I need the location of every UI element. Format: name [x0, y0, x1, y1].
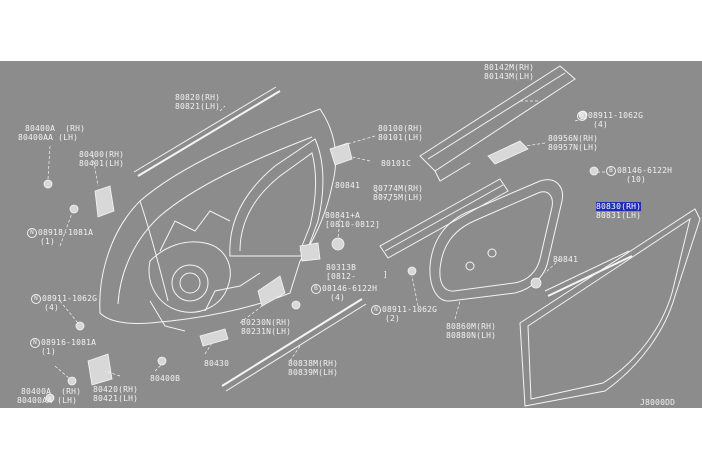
door-beam — [379, 178, 509, 259]
bolt-symbol: B — [606, 166, 616, 176]
label-80313B: 80313B — [326, 263, 357, 272]
parts-diagram: 80820(RH) 80821(LH) 80400A (RH) 80400AA … — [0, 61, 702, 408]
label-08916-qty: (1) — [41, 347, 57, 356]
check-link — [199, 328, 229, 347]
nut-symbol: N — [371, 305, 381, 315]
label-80430: 80430 — [204, 359, 230, 368]
label-80860M: 80860M(RH) — [446, 322, 497, 331]
label-80841A: 80841+A — [325, 211, 361, 220]
label-08911-top-qty: (4) — [593, 120, 609, 129]
label-80313B-close: ] — [383, 270, 389, 279]
inside-handle — [257, 275, 286, 307]
upper-hinge — [94, 185, 115, 218]
label-80231N: 80231N(LH) — [241, 327, 292, 336]
label-80420: 80420(RH) — [93, 385, 139, 394]
door-inner-mechanism — [148, 241, 231, 313]
label-80839M: 80839M(LH) — [288, 368, 339, 377]
label-08918-qty: (1) — [40, 237, 56, 246]
label-80400A: 80400A (RH) — [25, 124, 86, 133]
label-80313B-range: [0812- — [326, 272, 357, 281]
label-80101C: 80101C — [381, 159, 412, 168]
window-frame — [229, 138, 324, 257]
label-08146-mid-qty: (4) — [330, 293, 346, 302]
label-80957N: 80957N(LH) — [548, 143, 599, 152]
label-80100: 80100(RH) — [378, 124, 424, 133]
label-80401: 80401(LH) — [79, 159, 125, 168]
label-80830-highlighted[interactable]: 80830(RH) — [596, 202, 642, 211]
striker-bracket — [299, 242, 321, 262]
label-80841A-range: [0810-0812] — [325, 220, 381, 229]
nut-symbol: N — [577, 111, 587, 121]
label-08146-top-qty: (10) — [626, 175, 647, 184]
label-80101: 80101(LH) — [378, 133, 424, 142]
nut-symbol: N — [31, 294, 41, 304]
label-80400A-bottom: 80400A (RH) — [21, 387, 82, 396]
glass-run-strip — [137, 90, 281, 177]
nut-symbol: N — [27, 228, 37, 238]
label-80400AA: 80400AA (LH) — [18, 133, 79, 142]
label-80841-a: 80841 — [335, 181, 361, 190]
label-80821: 80821(LH) — [175, 102, 221, 111]
diagram-code: J8000DD — [640, 398, 676, 407]
belt-strip — [547, 255, 633, 297]
door-exploded-drawing — [43, 65, 701, 407]
bolt-symbol: B — [311, 284, 321, 294]
label-80880N: 80880N(LH) — [446, 331, 497, 340]
label-80956N: 80956N(RH) — [548, 134, 599, 143]
label-80820: 80820(RH) — [175, 93, 221, 102]
label-80831: 80831(LH) — [596, 211, 642, 220]
label-80230N: 80230N(RH) — [241, 318, 292, 327]
sash-bracket — [487, 140, 529, 165]
label-08911-mid-qty: (2) — [385, 314, 401, 323]
nut-symbol: N — [30, 338, 40, 348]
label-80400: 80400(RH) — [79, 150, 125, 159]
door-weatherstrip — [519, 208, 701, 407]
label-80143M: 80143M(LH) — [484, 72, 535, 81]
label-80775M: 80775M(LH) — [373, 193, 424, 202]
label-08911-left-qty: (4) — [44, 303, 60, 312]
label-80400B: 80400B — [150, 374, 181, 383]
label-80838M: 80838M(RH) — [288, 359, 339, 368]
inner-seal-panel — [429, 179, 564, 302]
label-80142M: 80142M(RH) — [484, 63, 535, 72]
label-80774M: 80774M(RH) — [373, 184, 424, 193]
label-80400AA-bottom: 80400AA (LH) — [17, 396, 78, 405]
handle-bracket — [329, 142, 353, 166]
lower-hinge — [87, 353, 113, 386]
label-80841-b: 80841 — [553, 255, 579, 264]
door-sash — [419, 65, 576, 172]
label-80421: 80421(LH) — [93, 394, 139, 403]
lower-moulding — [221, 298, 363, 387]
